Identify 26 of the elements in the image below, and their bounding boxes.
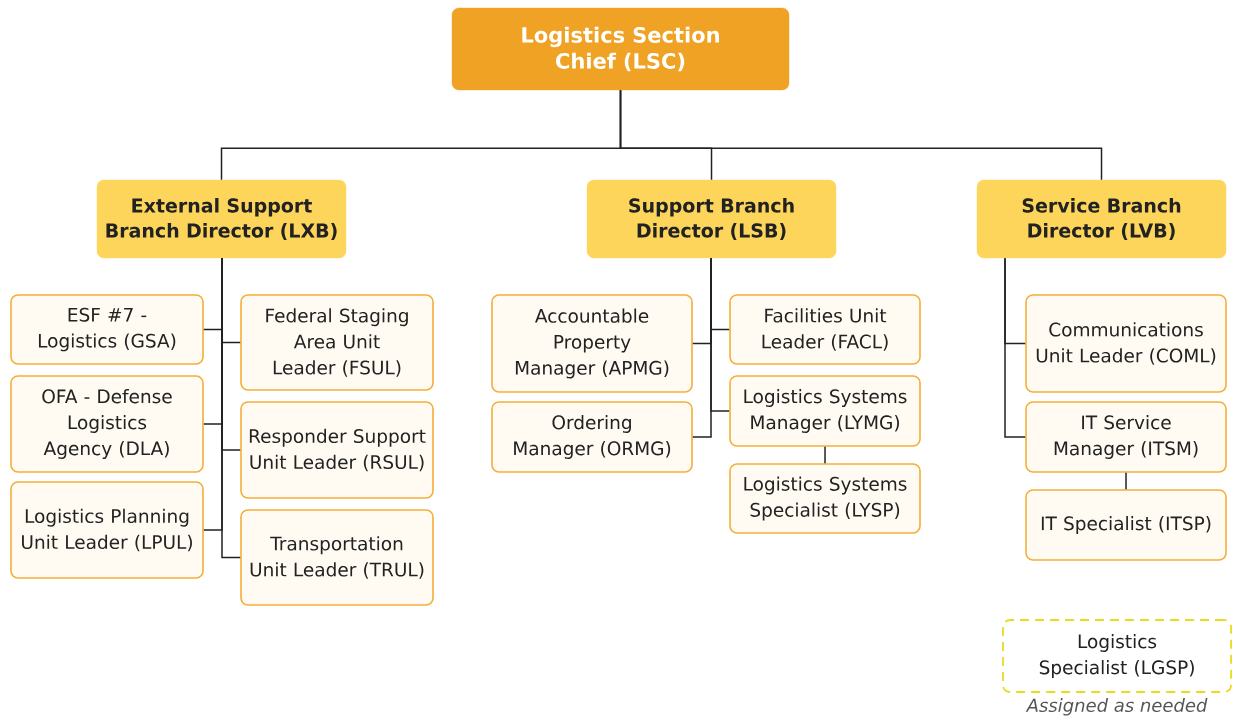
position-box: Responder Support Unit Leader (RSUL) bbox=[240, 401, 434, 499]
connector-line bbox=[824, 446, 826, 464]
connector-line bbox=[221, 257, 241, 559]
chief-box: Logistics Section Chief (LSC) bbox=[451, 7, 790, 91]
connector-line bbox=[1004, 257, 1026, 438]
branch-box: Service Branch Director (LVB) bbox=[976, 179, 1227, 259]
connector-line bbox=[1125, 472, 1127, 490]
position-box: Logistics Planning Unit Leader (LPUL) bbox=[10, 481, 204, 579]
position-box: ESF #7 - Logistics (GSA) bbox=[10, 294, 204, 365]
position-box: Accountable Property Manager (APMG) bbox=[491, 294, 693, 393]
branch-box: Support Branch Director (LSB) bbox=[586, 179, 837, 259]
position-box: Ordering Manager (ORMG) bbox=[491, 401, 693, 473]
position-box: Communications Unit Leader (COML) bbox=[1025, 294, 1227, 393]
position-box: Transportation Unit Leader (TRUL) bbox=[240, 509, 434, 606]
position-box: Federal Staging Area Unit Leader (FSUL) bbox=[240, 294, 434, 391]
position-box: IT Service Manager (ITSM) bbox=[1025, 401, 1227, 473]
position-box: Facilities Unit Leader (FACL) bbox=[729, 294, 921, 365]
branch-box: External Support Branch Director (LXB) bbox=[96, 179, 347, 259]
position-box: OFA - Defense Logistics Agency (DLA) bbox=[10, 375, 204, 473]
note-text: Assigned as needed bbox=[1025, 698, 1208, 716]
connector-line bbox=[710, 257, 730, 412]
position-box: Logistics Systems Specialist (LYSP) bbox=[729, 463, 921, 534]
position-box: Logistics Specialist (LGSP) bbox=[1002, 619, 1232, 693]
position-box: Logistics Systems Manager (LYMG) bbox=[729, 375, 921, 447]
position-box: IT Specialist (ITSP) bbox=[1025, 489, 1227, 561]
connector-line bbox=[619, 89, 1103, 181]
